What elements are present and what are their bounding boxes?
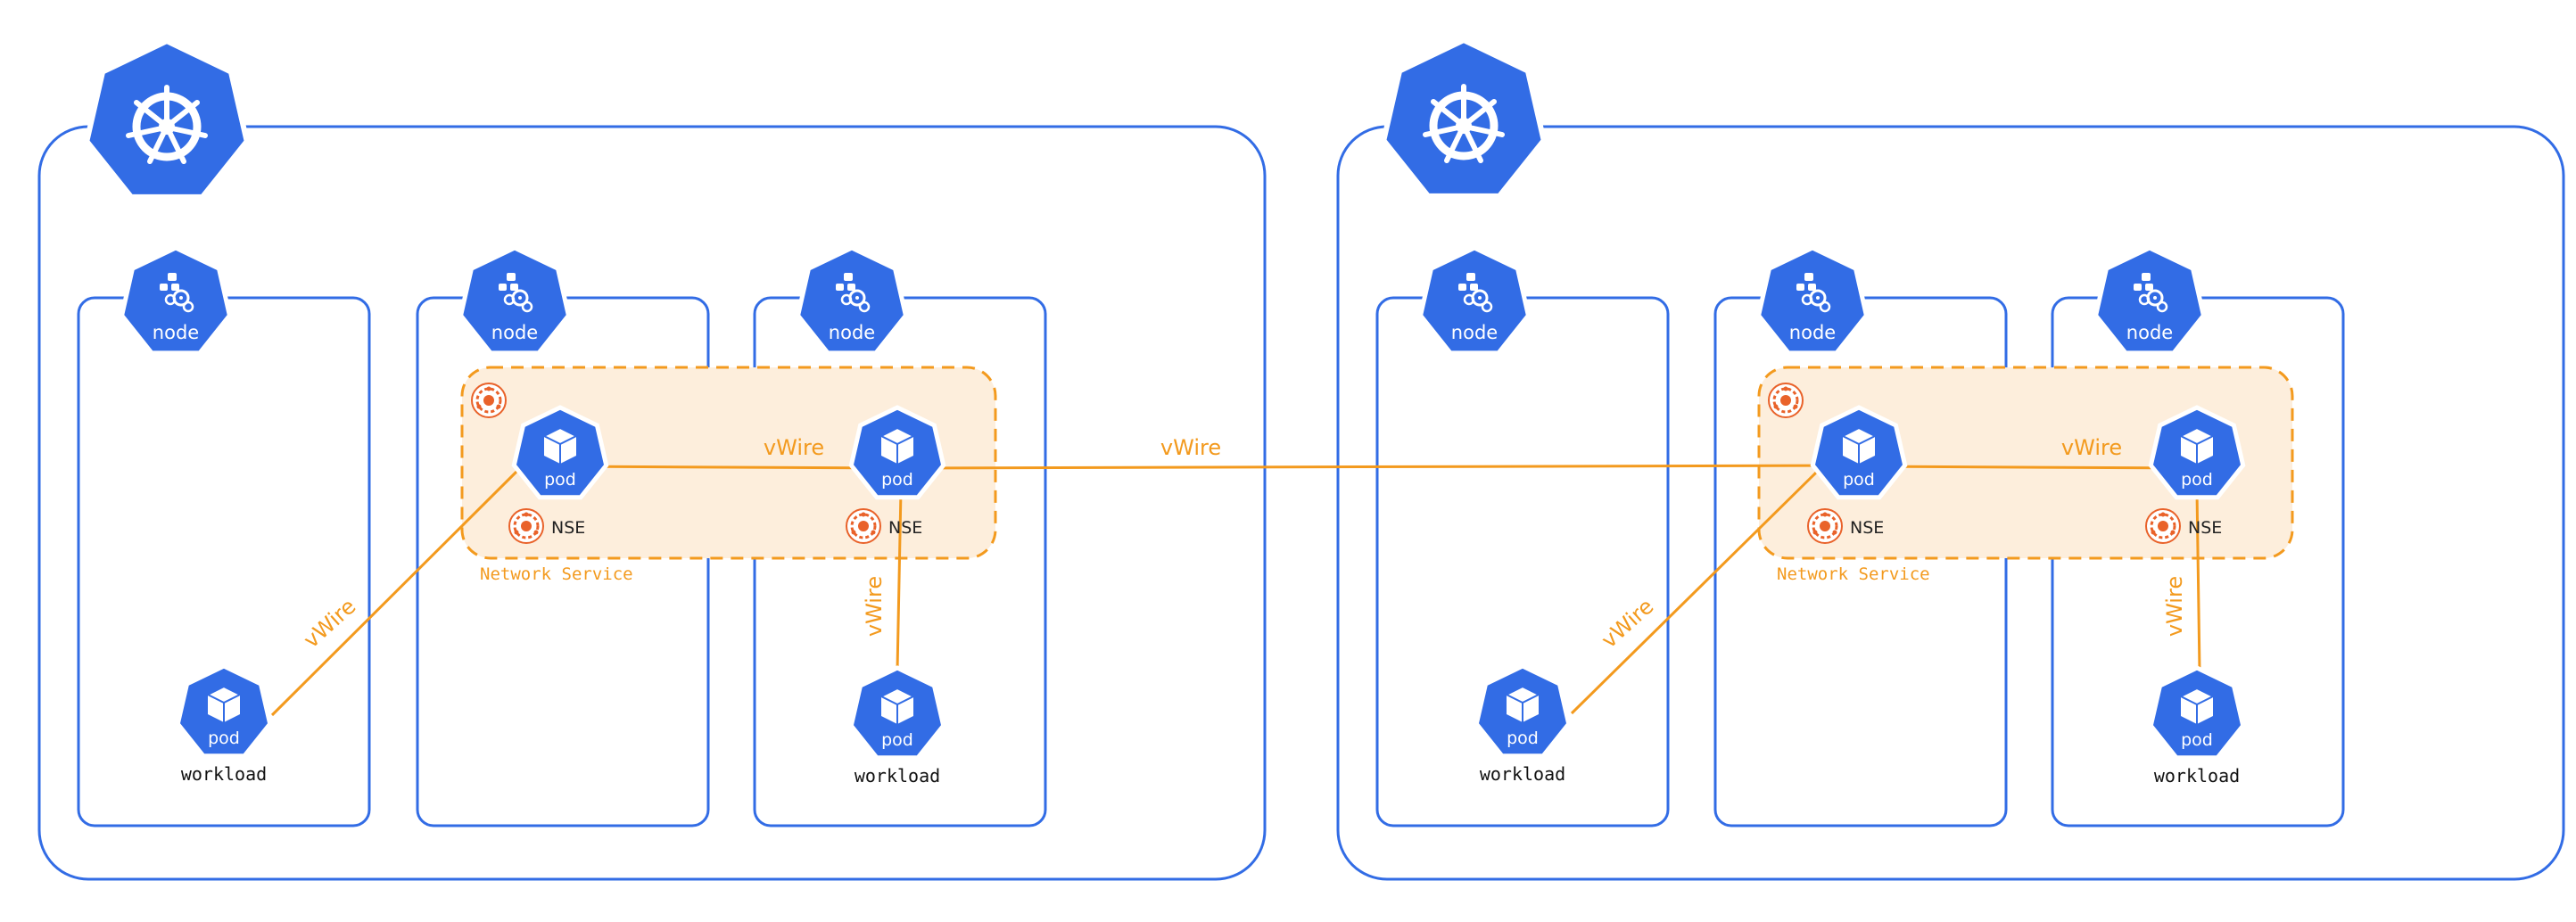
nsm-icon xyxy=(1767,382,1804,419)
nse-label: NSE xyxy=(2188,518,2222,538)
pod-icon xyxy=(175,663,273,759)
vwire-label: vWire xyxy=(1597,594,1658,653)
node-icon xyxy=(458,245,572,356)
pod-icon xyxy=(848,405,946,500)
vwire-link xyxy=(2195,490,2201,671)
node-icon xyxy=(1417,245,1532,356)
nsm-icon xyxy=(1806,507,1844,545)
vwire-link xyxy=(270,469,519,717)
node-icon xyxy=(795,245,909,356)
nse-label: NSE xyxy=(888,518,922,538)
pod-icon xyxy=(2148,665,2246,761)
node-label: node xyxy=(153,322,199,343)
labels-layer: Network Service Network Service vWire vWire… xyxy=(153,322,2240,786)
nsm-icon xyxy=(2144,507,2182,545)
network-service-label: Network Service xyxy=(480,564,633,584)
node-label: node xyxy=(1789,322,1836,343)
vwire-link xyxy=(896,490,903,671)
vwire-label: vWire xyxy=(299,594,360,653)
pod-label: pod xyxy=(2181,730,2213,750)
kubernetes-cluster-icon xyxy=(84,37,250,200)
vwire-link xyxy=(896,464,1860,470)
pod-icon xyxy=(1474,663,1572,759)
node-label: node xyxy=(2126,322,2173,343)
workload-label: workload xyxy=(855,765,940,786)
pod-label: pod xyxy=(1507,729,1539,748)
vwire-link xyxy=(1858,465,2199,470)
pod-icon xyxy=(848,665,946,761)
pod-icon xyxy=(511,405,609,500)
node-icon xyxy=(119,245,233,356)
pod-label: pod xyxy=(208,729,240,748)
nse-label: NSE xyxy=(551,518,585,538)
cluster-frame xyxy=(1336,125,2565,881)
nsm-icon xyxy=(508,507,545,545)
vwire-link xyxy=(559,465,898,470)
network-service-label: Network Service xyxy=(1777,564,1930,584)
vwire-label: vWire xyxy=(2061,435,2122,460)
nsm-icon xyxy=(845,507,882,545)
pod-label: pod xyxy=(1843,470,1875,490)
vwire-label: vWire xyxy=(764,435,824,460)
vwire-layer xyxy=(270,464,2201,717)
vwire-label: vWire xyxy=(1160,435,1221,460)
cluster-frame xyxy=(37,125,1267,881)
pod-label: pod xyxy=(881,470,913,490)
icons-layer xyxy=(84,37,2246,761)
nsm-icon xyxy=(470,382,508,419)
vwire-label: vWire xyxy=(862,576,887,637)
workload-label: workload xyxy=(1480,763,1565,785)
pod-label: pod xyxy=(2181,470,2213,490)
node-label: node xyxy=(491,322,538,343)
node-label: node xyxy=(829,322,875,343)
node-label: node xyxy=(1451,322,1498,343)
workload-label: workload xyxy=(2154,765,2240,786)
pod-label: pod xyxy=(881,730,913,750)
node-icon xyxy=(2093,245,2207,356)
pod-icon xyxy=(1810,405,1908,500)
nse-label: NSE xyxy=(1850,518,1884,538)
kubernetes-cluster-icon xyxy=(1381,37,1547,199)
pod-icon xyxy=(2148,405,2246,500)
vwire-link xyxy=(1570,471,1818,715)
node-icon xyxy=(1755,245,1870,356)
vwire-label: vWire xyxy=(2162,576,2187,637)
workload-label: workload xyxy=(181,763,267,785)
pod-label: pod xyxy=(544,470,576,490)
